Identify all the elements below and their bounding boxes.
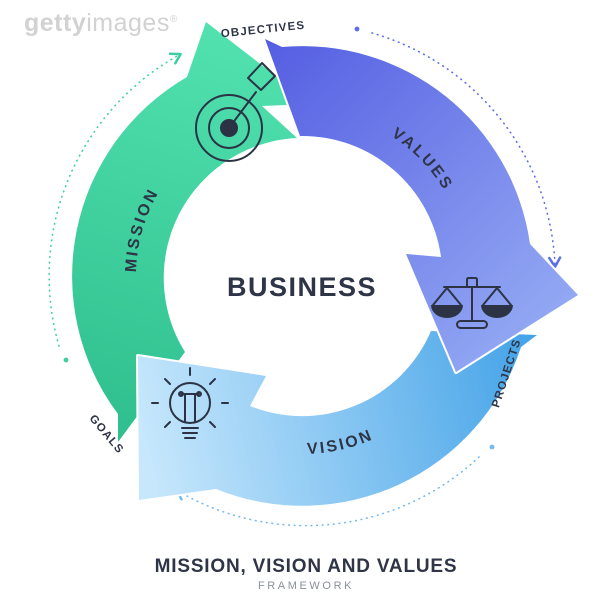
mission-dash-start-dot (63, 357, 69, 363)
dartboard-target-icon (195, 62, 276, 162)
lightbulb-icon (151, 367, 229, 439)
vision-arrow-segment (136, 329, 539, 508)
objectives-label: OBJECTIVES (220, 20, 306, 41)
center-title: BUSINESS (227, 272, 377, 302)
motion-arcs (48, 26, 562, 527)
balance-scale-icon (431, 277, 513, 329)
registered-mark: ® (170, 14, 178, 25)
values-dash-start-dot (354, 26, 360, 32)
values-arrow-segment (263, 37, 580, 374)
vision-dashed-arc (175, 456, 480, 527)
vision-dash-start-dot (489, 444, 495, 450)
caption-title: MISSION, VISION AND VALUES (155, 556, 458, 577)
getty-watermark: gettyimages® (24, 9, 178, 37)
mission-arrow-segment (70, 20, 314, 444)
watermark-brand-light: images (86, 9, 170, 37)
values-dashed-arc (371, 32, 562, 269)
watermark-brand-bold: getty (24, 9, 86, 37)
mission-dashed-arc (48, 52, 182, 347)
caption-subtitle: FRAMEWORK (258, 580, 354, 592)
